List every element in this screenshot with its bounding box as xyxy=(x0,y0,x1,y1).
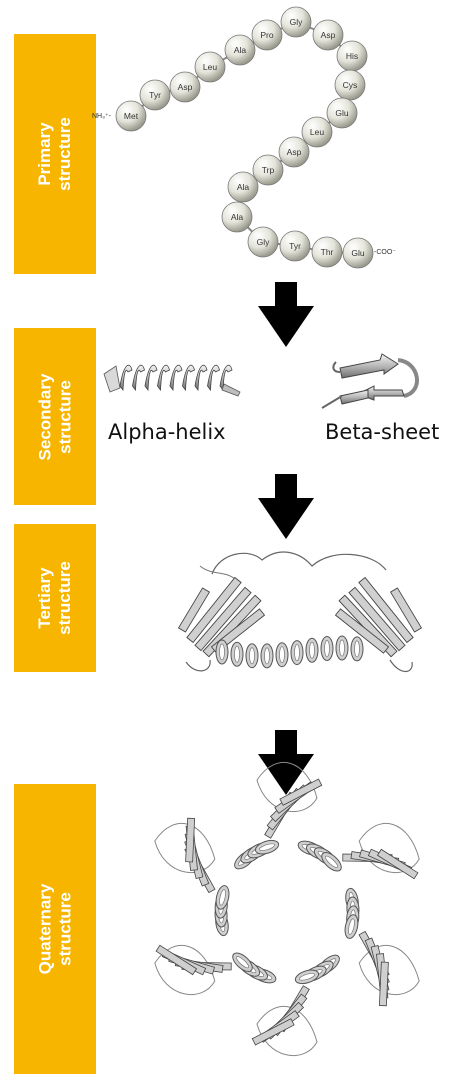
amino-acid-label: Asp xyxy=(178,82,193,92)
amino-acid-label: Gly xyxy=(257,237,271,247)
c-terminus-label: -COO⁻ xyxy=(374,249,396,256)
amino-acid-label: Thr xyxy=(321,247,334,257)
helix-turn xyxy=(306,638,318,662)
quaternary-protein-ring xyxy=(155,762,419,1055)
amino-acid-bead: Leu xyxy=(195,52,225,82)
amino-acid-label: Asp xyxy=(287,147,302,157)
amino-acid-label: Glu xyxy=(335,108,349,118)
amino-acid-label: Cys xyxy=(343,80,358,90)
helix-turn xyxy=(170,365,182,390)
amino-acid-bead: Ala xyxy=(222,202,252,232)
amino-acid-bead: Met xyxy=(116,101,146,131)
amino-acid-label: Ala xyxy=(231,212,244,222)
helix-turn xyxy=(158,365,170,390)
helix-turn xyxy=(231,642,243,666)
helix-turn xyxy=(133,365,145,390)
amino-acid-label: Leu xyxy=(310,127,324,137)
amino-acid-bead: Trp xyxy=(253,155,283,185)
helix-turn xyxy=(291,641,303,665)
amino-acid-label: Trp xyxy=(262,165,275,175)
protein-subunit xyxy=(155,884,231,994)
amino-acid-chain: NH₃⁺- -COO⁻ MetTyrAspLeuAlaProGlyAspHisC… xyxy=(92,7,396,268)
beta-strand xyxy=(186,818,195,862)
amino-acid-bead: Glu xyxy=(327,98,357,128)
helix-turn xyxy=(351,637,363,661)
amino-acid-label: Asp xyxy=(321,30,336,40)
amino-acid-label: Met xyxy=(124,111,139,121)
amino-acid-bead: Gly xyxy=(281,7,311,37)
helix-turn xyxy=(120,365,132,390)
amino-acid-bead: Pro xyxy=(252,20,282,50)
arrow-down-icon xyxy=(258,282,314,347)
amino-acid-bead: Tyr xyxy=(140,80,170,110)
amino-acid-label: Leu xyxy=(203,62,217,72)
beta-strand xyxy=(379,962,388,1006)
helix-turn xyxy=(214,884,231,910)
helix-turn xyxy=(183,365,195,390)
beta-sheet-label: Beta-sheet xyxy=(325,420,439,444)
n-terminus-label: NH₃⁺- xyxy=(92,113,112,120)
helix-turn xyxy=(195,365,207,390)
ring-pore xyxy=(233,858,341,966)
helix-turn xyxy=(321,637,333,661)
amino-acid-label: Tyr xyxy=(149,90,161,100)
amino-acid-label: Ala xyxy=(237,182,250,192)
amino-acid-label: Ala xyxy=(234,45,247,55)
arrow-down-icon xyxy=(258,474,314,539)
amino-acid-bead: Ala xyxy=(228,172,258,202)
amino-acid-bead: Gly xyxy=(248,227,278,257)
amino-acid-bead: Tyr xyxy=(280,231,310,261)
amino-acid-bead: Cys xyxy=(335,70,365,100)
amino-acid-label: Pro xyxy=(260,30,274,40)
amino-acid-bead: Leu xyxy=(302,117,332,147)
helix-turn xyxy=(343,914,360,940)
protein-subunit xyxy=(257,762,344,874)
amino-acid-bead: Asp xyxy=(279,137,309,167)
amino-acid-label: Tyr xyxy=(289,241,301,251)
helix-turn xyxy=(261,644,273,668)
alpha-helix-ribbon xyxy=(104,365,240,396)
beta-sheet-ribbon xyxy=(322,354,417,408)
protein-subunit xyxy=(230,950,317,1056)
tertiary-protein-ribbon xyxy=(179,552,422,671)
beta-strand xyxy=(252,1019,294,1045)
amino-acid-label: Glu xyxy=(351,248,365,258)
amino-acid-label: Gly xyxy=(290,17,304,27)
amino-acid-bead: Asp xyxy=(170,72,200,102)
helix-turn xyxy=(246,644,258,668)
amino-acid-label: His xyxy=(346,51,358,61)
helix-turn xyxy=(336,636,348,660)
helix-turn xyxy=(208,365,220,390)
amino-acid-bead: Glu xyxy=(343,238,373,268)
alpha-helix-label: Alpha-helix xyxy=(108,420,226,444)
amino-acid-bead: Asp xyxy=(313,20,343,50)
amino-acid-bead: Thr xyxy=(312,237,342,267)
helix-turn xyxy=(276,643,288,667)
amino-acid-bead: His xyxy=(337,41,367,71)
amino-acid-bead: Ala xyxy=(225,35,255,65)
helix-turn xyxy=(216,640,228,664)
helix-turn xyxy=(145,365,157,390)
protein-subunit xyxy=(343,823,419,939)
